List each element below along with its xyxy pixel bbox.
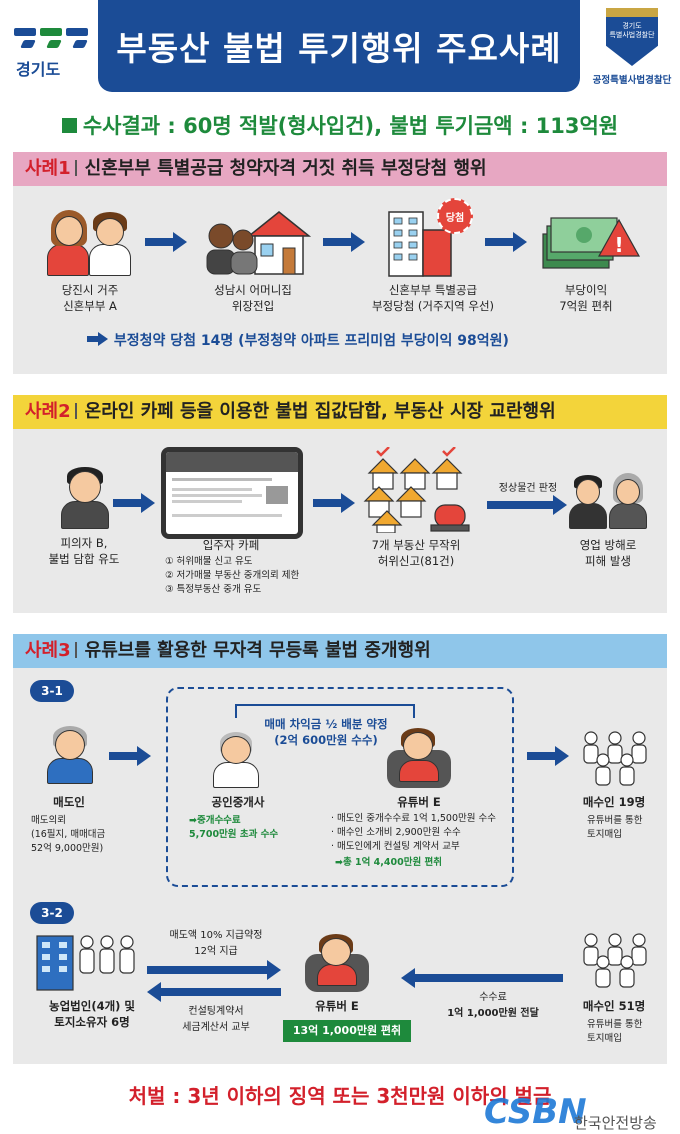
agreement-bracket — [235, 704, 415, 718]
case2-title: 온라인 카페 등을 이용한 불법 집값담합, 부동산 시장 교란행위 — [84, 401, 556, 422]
agreement-label: 매매 차익금 ½ 배분 약정 (2억 600만원 수수) — [264, 717, 388, 747]
watermark-name: 한국안전방송 — [574, 1114, 657, 1132]
case3-section: 사례3 유튜브를 활용한 무자격 무등록 불법 중개행위 3-1 매도인 매도의뢰… — [13, 634, 667, 1064]
dashed-group-box — [166, 687, 514, 887]
broker-label: 공인중개사 — [211, 795, 265, 809]
case1-header: 사례1 신혼부부 특별공급 청약자격 거짓 취득 부정당첨 행위 — [13, 152, 667, 186]
case1-step2-text: 성남시 어머니집 위장전입 — [214, 283, 292, 313]
case3-title: 유튜브를 활용한 무자격 무등록 불법 중개행위 — [84, 640, 431, 661]
youtuber-label: 유튜버 E — [315, 999, 359, 1013]
arrow-right-icon — [145, 232, 187, 252]
arrow-right-icon — [487, 495, 567, 515]
arrow-right-icon — [527, 746, 569, 766]
case1-step3-text: 신혼부부 특별공급 부정당첨 (거주지역 우선) — [371, 283, 495, 313]
broker-detail: ➡중개수수료 5,700만원 초과 수수 — [189, 815, 279, 840]
gyeonggi-logo: 경기도 — [12, 22, 92, 82]
case1-step1-text: 당진시 거주 신혼부부 A — [61, 283, 119, 313]
case2-section: 사례2 온라인 카페 등을 이용한 불법 집값담합, 부동산 시장 교란행위 피의… — [13, 395, 667, 613]
youtuber-total-badge: 13억 1,000만원 편취 — [283, 1020, 411, 1042]
broker-person-icon — [211, 732, 261, 788]
corporation-label: 농업법인(4개) 및 토지소유자 6명 — [49, 999, 135, 1029]
arrow-right-icon — [87, 332, 109, 346]
youtuber-icon — [387, 728, 451, 790]
youtuber-detail-item: · 매수인 소개비 2,900만원 수수 — [331, 827, 461, 838]
arrow-right-icon — [113, 493, 155, 513]
seller-label: 매도인 — [53, 795, 85, 809]
case3-number: 사례3 — [25, 640, 71, 661]
police-badge-logo: 경기도 특별사법경찰단 공정특별사법경찰단 — [584, 8, 680, 98]
buyers-label: 매수인 51명 — [582, 999, 646, 1013]
apartment-building-icon — [385, 202, 475, 278]
csbn-watermark-logo: CSBN — [484, 1092, 587, 1132]
case2-step4-text: 영업 방해로 피해 발생 — [579, 538, 637, 568]
corporation-owners-icon — [35, 930, 145, 992]
pay-agreement-label: 매도액 10% 지급약정 — [169, 930, 263, 941]
arrow-right-icon — [323, 232, 365, 252]
youtuber-detail-item: · 매도인에게 컨설팅 계약서 교부 — [331, 841, 460, 852]
arrow-right-icon — [313, 493, 355, 513]
case2-step1-text: 피의자 B, 불법 담합 유도 — [48, 536, 120, 566]
shield-icon: 경기도 특별사법경찰단 — [606, 8, 658, 66]
summary-line: 수사결과 : 60명 적발(형사입건), 불법 투기금액 : 113억원 — [0, 110, 680, 140]
sub-case-tag-3-2: 3-2 — [30, 902, 74, 924]
youtuber-detail-item: · 매도인 중개수수료 1억 1,500만원 수수 — [331, 813, 496, 824]
youtuber-details: · 매도인 중개수수료 1억 1,500만원 수수 · 매수인 소개비 2,90… — [331, 812, 521, 854]
tablet-cafe-icon — [161, 447, 303, 539]
seller-detail: 매도의뢰 (16필지, 매매대금 52억 9,000만원) — [31, 815, 106, 854]
cafe-list-item: ② 저가매물 부동산 중개의뢰 제한 — [165, 570, 300, 581]
youtuber-icon — [305, 934, 369, 994]
contract-label: 컨설팅계약서 세금계산서 교부 — [182, 1006, 250, 1033]
arrow-right-icon — [109, 746, 151, 766]
case2-step2-text: 입주자 카페 — [202, 538, 260, 552]
sub-case-tag-3-1: 3-1 — [30, 680, 74, 702]
buyers-group-icon — [579, 730, 651, 786]
svg-text:!: ! — [614, 233, 623, 257]
arrow-label: 정상물건 판정 — [498, 483, 558, 494]
cafe-list-item: ① 허위매물 신고 유도 — [165, 556, 253, 567]
badge-caption: 공정특별사법경찰단 — [592, 75, 672, 86]
youtuber-label: 유튜버 E — [397, 795, 441, 809]
buyers-label: 매수인 19명 — [582, 795, 646, 809]
cafe-list: ① 허위매물 신고 유도 ② 저가매물 부동산 중개의뢰 제한 ③ 특정부동산 … — [165, 555, 325, 597]
case2-number: 사례2 — [25, 401, 71, 422]
case1-section: 사례1 신혼부부 특별공급 청약자격 거짓 취득 부정당첨 행위 당진시 거주 신… — [13, 152, 667, 374]
org-logo-text: 경기도 — [16, 60, 61, 79]
pay-amount-label: 12억 지급 — [194, 946, 238, 957]
case2-step3-text: 7개 부동산 무작위 허위신고(81건) — [371, 538, 461, 568]
case3-header: 사례3 유튜브를 활용한 무자격 무등록 불법 중개행위 — [13, 634, 667, 668]
arrow-left-icon — [147, 982, 281, 1002]
house-family-icon — [203, 208, 313, 278]
case2-header: 사례2 온라인 카페 등을 이용한 불법 집값담합, 부동산 시장 교란행위 — [13, 395, 667, 429]
buyers-detail: 유튜버를 통한 토지매입 — [587, 815, 643, 840]
fee-amount-label: 1억 1,000만원 전달 — [447, 1008, 539, 1019]
arrow-left-icon — [401, 968, 563, 988]
cafe-list-item: ③ 특정부동산 중개 유도 — [165, 584, 262, 595]
case1-number: 사례1 — [25, 158, 71, 179]
seller-person-icon — [45, 726, 95, 784]
buyers-detail: 유튜버를 통한 토지매입 — [587, 1019, 643, 1044]
fee-label: 수수료 — [479, 992, 507, 1003]
penalty-text: 처벌 : 3년 이하의 징역 또는 3천만원 이하의 벌금 — [128, 1084, 552, 1108]
houses-siren-icon — [363, 446, 473, 534]
case1-title: 신혼부부 특별공급 청약자격 거짓 취득 부정당첨 행위 — [84, 158, 487, 179]
victims-icon — [569, 473, 649, 529]
arrow-right-icon — [485, 232, 527, 252]
youtuber-total: ➡총 1억 4,400만원 편취 — [335, 857, 442, 868]
money-warning-icon: ! — [541, 210, 641, 274]
square-bullet-icon — [61, 118, 77, 133]
suspect-person-icon — [59, 465, 111, 529]
buyers-group-icon — [579, 932, 651, 988]
arrow-right-icon — [147, 960, 281, 980]
couple-icon — [45, 210, 135, 276]
winning-stamp-icon: 당첨 — [437, 198, 473, 234]
badge-top-text: 경기도 특별사법경찰단 — [609, 22, 655, 39]
case1-result-text: 부정청약 당첨 14명 (부정청약 아파트 프리미엄 부당이익 98억원) — [113, 333, 509, 349]
summary-text: 수사결과 : 60명 적발(형사입건), 불법 투기금액 : 113억원 — [82, 114, 619, 138]
case1-result: 부정청약 당첨 14명 (부정청약 아파트 프리미엄 부당이익 98억원) — [87, 330, 509, 350]
case1-step4-text: 부당이익 7억원 편취 — [559, 283, 613, 313]
page-title: 부동산 불법 투기행위 주요사례 — [98, 0, 580, 92]
